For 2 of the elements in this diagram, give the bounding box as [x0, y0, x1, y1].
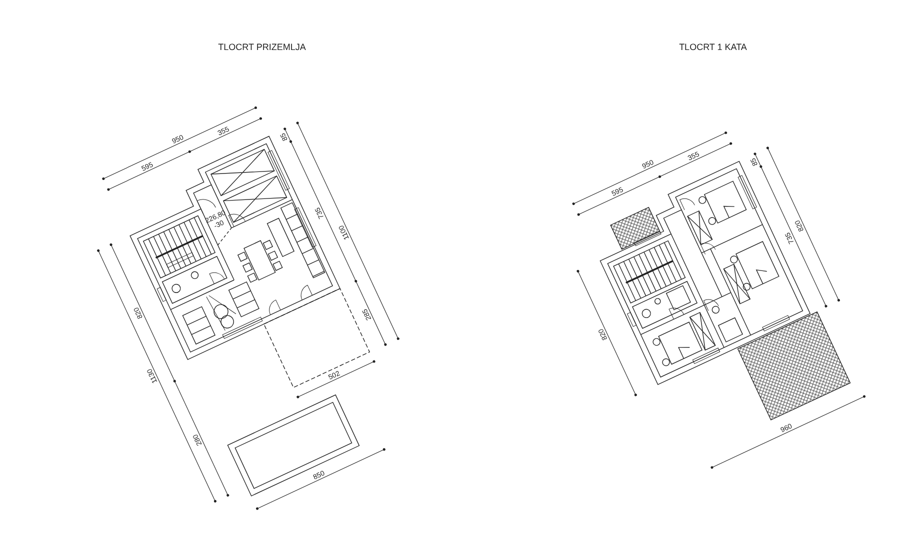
plan-title: TLOCRT 1 KATA [679, 42, 747, 52]
plan-title: TLOCRT PRIZEMLJA [218, 42, 306, 52]
